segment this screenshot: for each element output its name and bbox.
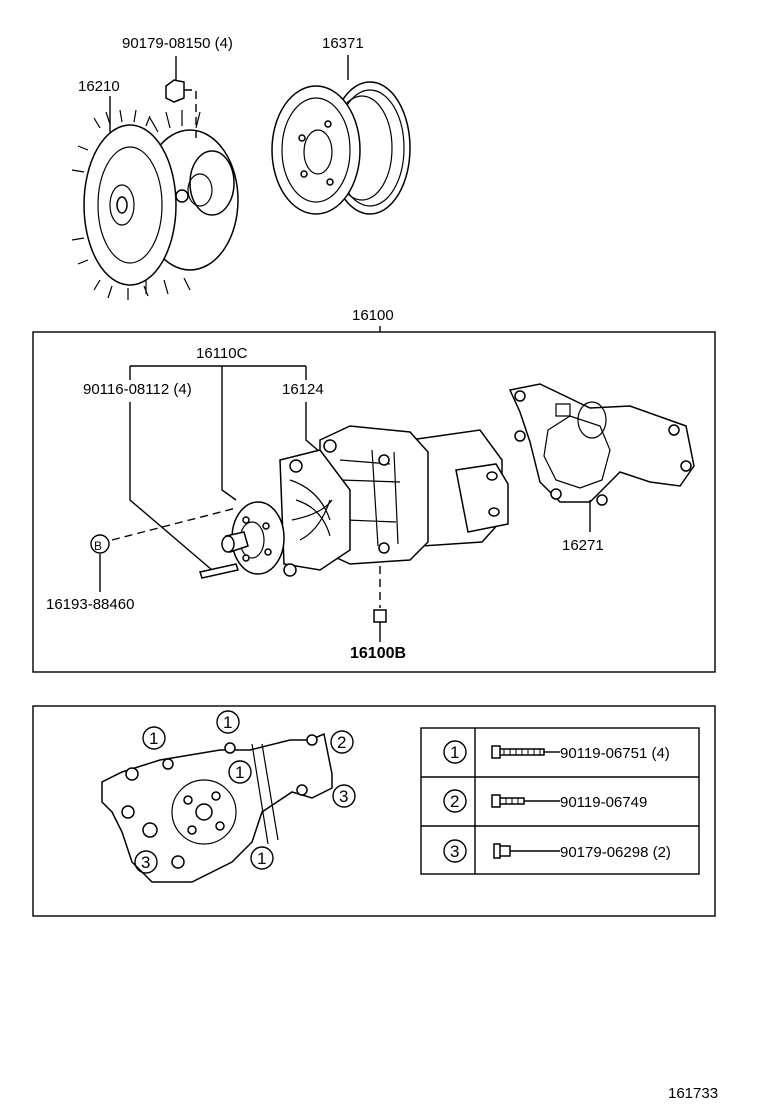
callout-3a: 3 xyxy=(339,787,348,806)
fastener-frame xyxy=(32,705,716,917)
label-90179-08150: 90179-08150 (4) xyxy=(122,35,233,52)
illustration-number: 161733 xyxy=(668,1085,718,1102)
label-16100: 16100 xyxy=(352,307,394,324)
table-index-2: 2 xyxy=(450,792,459,811)
callout-1a: 1 xyxy=(149,729,158,748)
label-16110c: 16110C xyxy=(196,345,248,362)
bolt-long-icon xyxy=(491,745,545,759)
bolt-90179-08150: 90179-08150 (4) xyxy=(122,35,233,140)
bolt-short-icon xyxy=(491,794,525,808)
callout-1d: 1 xyxy=(257,849,266,868)
callout-1c: 1 xyxy=(235,763,244,782)
stud-90116-08112 xyxy=(199,563,239,579)
label-16193-88460: 16193-88460 xyxy=(46,596,134,613)
label-90116-08112: 90116-08112 (4) xyxy=(83,381,192,398)
callout-1b: 1 xyxy=(223,713,232,732)
table-part-3: 90179-06298 (2) xyxy=(560,844,671,861)
fan-clutch-16210: 16210 xyxy=(71,78,239,300)
callout-3b: 3 xyxy=(141,853,150,872)
pulley-16371: 16371 xyxy=(271,35,411,215)
assembly-frame xyxy=(32,331,716,673)
table-index-3: 3 xyxy=(450,842,459,861)
table-index-1: 1 xyxy=(450,743,459,762)
table-part-1: 90119-06751 (4) xyxy=(560,745,670,762)
label-16124: 16124 xyxy=(282,381,324,398)
drain-plug-16100b xyxy=(373,609,387,623)
plug-b-marker xyxy=(90,534,110,554)
label-16100b: 16100B xyxy=(350,645,406,662)
label-16210: 16210 xyxy=(78,78,120,95)
gasket-16271 xyxy=(508,383,695,506)
label-16271: 16271 xyxy=(562,537,604,554)
plug-b-letter: B xyxy=(94,539,102,553)
fastener-table: 1 90119-06751 (4) 2 90119-06749 3 90179-… xyxy=(420,727,700,875)
water-pump-16110c xyxy=(221,425,509,577)
callout-2: 2 xyxy=(337,733,346,752)
pump-outline xyxy=(101,732,333,883)
nut-icon xyxy=(493,843,511,859)
location-callouts: 1 1 1 1 2 3 3 xyxy=(134,710,356,874)
label-16371: 16371 xyxy=(322,35,364,52)
table-part-2: 90119-06749 xyxy=(560,794,647,811)
